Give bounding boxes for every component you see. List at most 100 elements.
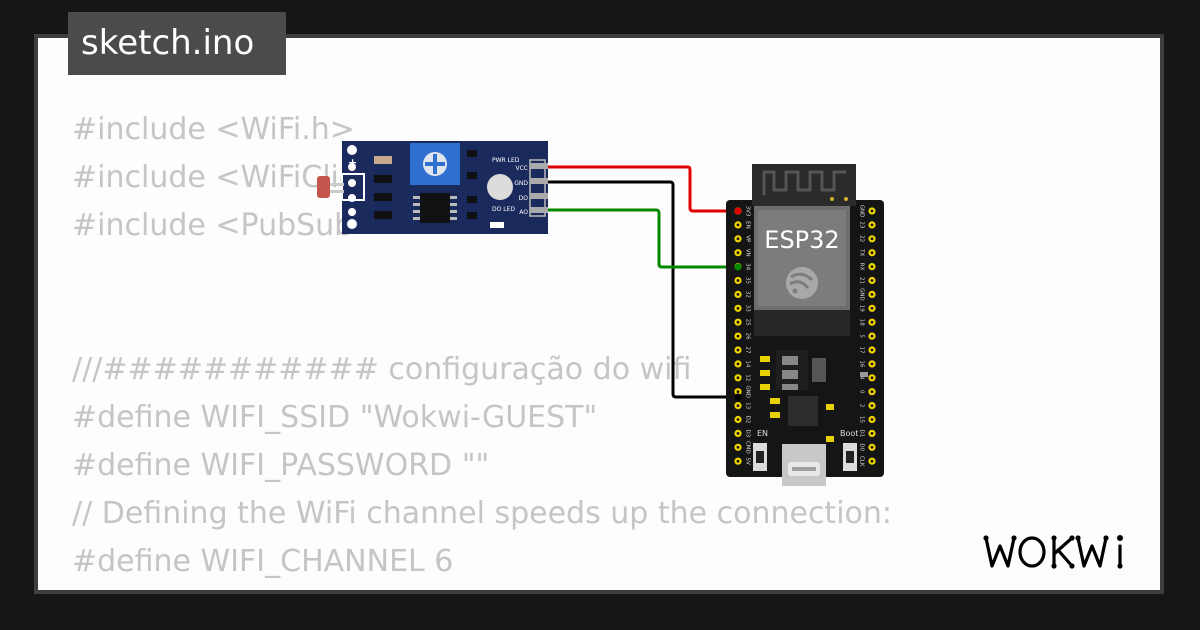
esp32-pin-hole [736,348,740,352]
antenna [752,164,856,206]
esp32-pin-label: 5 [859,334,865,338]
code-line: #include <WiFiClie [72,160,358,195]
terminal [348,179,356,187]
esp32-left-pin-row: 3V3ENVPVN343532332526271412GND13D2D3CMD5… [734,206,751,465]
code-line: #define WIFI_CHANNEL 6 [72,544,454,579]
mount-hole [347,219,357,229]
esp32-pin-label: D1 [859,430,865,438]
esp32-pin-hole [870,223,874,227]
esp32-pin-hole [736,362,740,366]
esp32-pin-hole [736,320,740,324]
esp32-pin-label: VN [745,249,751,257]
esp32-pin-label: 26 [745,333,751,340]
resistor [374,211,392,219]
esp32-pin-hole [870,237,874,241]
esp32-pin-label: EN [745,221,751,229]
esp32-pin-label: 16 [859,360,865,367]
esp32-pin-label: CLK [859,456,865,467]
module-base [754,310,850,336]
esp32-pin-label: 14 [745,360,751,367]
esp32-pin-hole [870,362,874,366]
esp32-pin-hole [736,390,740,394]
esp32-pin-hole [736,223,740,227]
esp32-pin-label: D2 [745,416,751,424]
esp32-pin-hole [870,348,874,352]
esp32-pin-label: 21 [859,277,865,284]
esp32-pin-hole [870,376,874,380]
mount-hole [347,145,357,155]
esp32-pin-hole [870,279,874,282]
gnd-wire[interactable] [548,180,738,399]
esp32-pin-hole [870,390,874,394]
code-line: #include <WiFi.h> [72,112,355,147]
esp32-pin-hole [736,445,740,449]
regulator-tab [812,358,826,382]
code-line: ///########### configuração do wifi [72,352,692,387]
pin-header [529,159,546,217]
minus-label: − [348,205,357,218]
esp32-pin-label: 13 [745,402,751,409]
esp32-pin-label: TX [859,248,865,256]
esp32-pin-label: RX [859,263,865,271]
file-name-tab[interactable]: sketch.ino [68,12,286,75]
esp32-pin-label: 2 [859,404,865,408]
espressif-logo [786,267,818,299]
esp32-pin-label: VP [745,235,751,243]
esp32-pin-label: 17 [859,347,865,354]
esp32-pin-label: 0 [859,390,865,394]
sensor-pin-label: VCC [516,165,528,172]
wires [548,165,738,399]
esp32-pin-hole [870,320,874,324]
resistor [374,175,392,183]
boot-label: Boot [840,429,858,438]
pwr-led-label: PWR LED [492,157,520,164]
esp32-pin-label: 4 [859,376,865,380]
esp32-pin-label: 5V [745,458,751,465]
esp32-pin-label: 19 [859,305,865,312]
usb-uart-chip [788,396,818,426]
wokwi-logo [983,535,1123,569]
esp32-pin-label: 34 [745,263,751,270]
resistor [374,156,392,164]
do-led [490,222,504,228]
esp32-pin-label: GND [745,385,751,398]
plus-label: + [348,156,357,169]
esp32-pin-label: 35 [745,277,751,284]
esp32-pin-label: 3V3 [745,206,751,217]
chip-label: ESP32 [764,226,839,254]
vcc-wire[interactable] [548,165,738,213]
esp32-pin-label: GND [859,205,865,218]
code-line: #define WIFI_SSID "Wokwi-GUEST" [72,400,598,435]
code-line: #include <PubSub [72,208,354,243]
esp32-pin-hole [870,432,874,435]
gnd-wire-end [734,393,742,401]
esp32-board[interactable]: ESP32 EN Boot 3V3ENVPVN34353233252627141… [726,164,884,486]
vcc-wire-end [734,207,742,215]
esp32-pin-hole [736,251,740,255]
esp32-pin-hole [870,209,874,213]
esp32-pin-label: 12 [745,374,751,381]
esp32-pin-hole [870,418,874,421]
ao-wire[interactable] [548,208,738,269]
ldr-socket [341,173,365,201]
en-label: EN [757,429,768,438]
preview-card: #include <WiFi.h> #include <WiFiClie #incl… [34,34,1164,594]
photoresistor[interactable] [317,176,330,198]
esp32-pin-hole [736,293,740,296]
sensor-pin-label: DO [519,195,529,202]
esp32-pin-label: CMD [745,441,751,454]
pwr-led [487,174,513,200]
antenna-trace [762,170,846,195]
esp32-pin-hole [736,404,740,407]
esp32-pin-hole [870,404,874,407]
esp32-pin-hole [736,279,740,282]
ldr-lead [330,183,344,186]
esp32-pin-hole [870,459,874,463]
esp32-pin-hole [736,306,740,310]
esp32-pin-label: 23 [859,221,865,228]
esp32-pin-label: 25 [745,319,751,326]
esp32-pin-hole [870,334,874,338]
knob-slot [425,162,445,166]
